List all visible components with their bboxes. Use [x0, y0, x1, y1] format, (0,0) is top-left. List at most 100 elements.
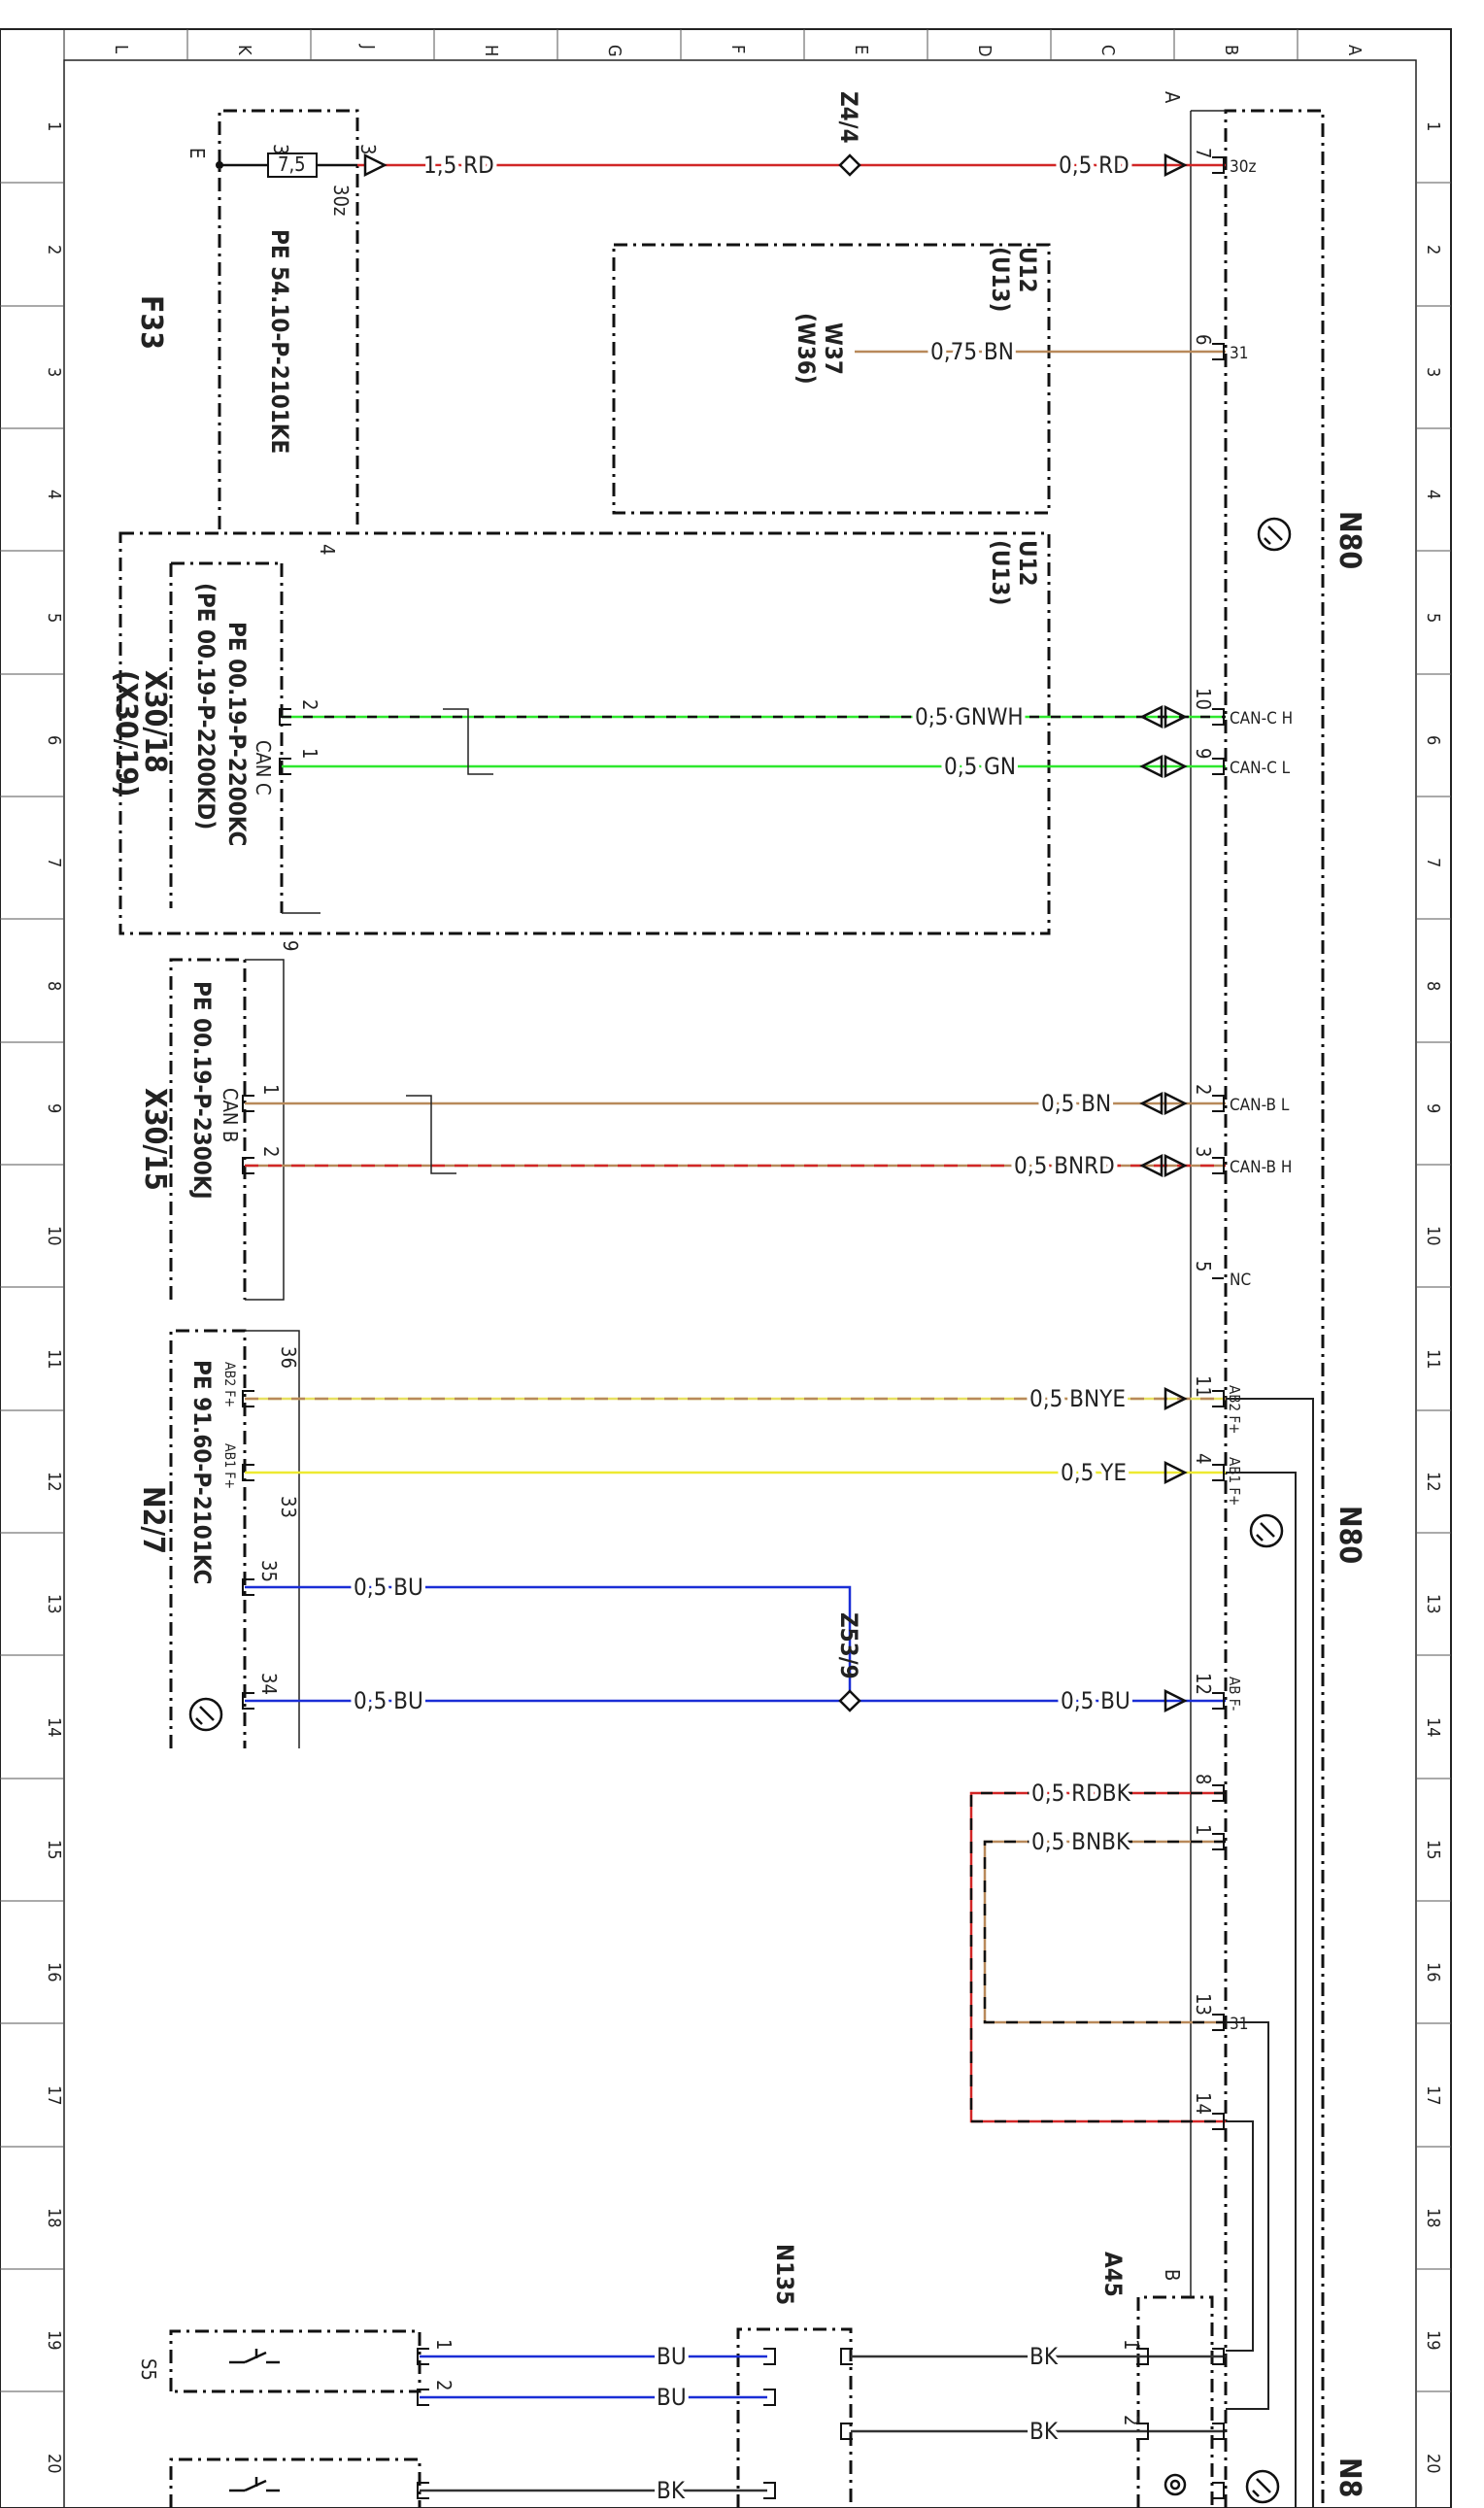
row-label-r19: 19 [1423, 2330, 1443, 2351]
wire-label-12: 0,5 BU [354, 1687, 423, 1714]
pin-num: 7 [1192, 148, 1215, 158]
label-f33-e: E [186, 148, 209, 158]
wire-label-19: BU [657, 2384, 687, 2411]
row-label-7: 7 [44, 858, 64, 867]
xpin-num: 34 [257, 1673, 281, 1695]
col-label-d: D [974, 45, 995, 56]
label-u13-b: (U13) [987, 540, 1014, 605]
wire-label-7: 0,5 BNRD [1014, 1152, 1115, 1179]
wire-label-15: 0,5 BNBK [1031, 1828, 1130, 1855]
f33-box [218, 109, 359, 529]
ground-icon [1257, 517, 1292, 552]
label-ab1f: AB1 F+ [221, 1443, 237, 1489]
wire-label-22: BK [657, 2477, 686, 2504]
pin-num: 12 [1192, 1673, 1215, 1695]
thin-lines [245, 110, 1226, 2297]
row-label-17: 17 [44, 2085, 64, 2106]
label-x30-15: X30/15 [138, 1088, 172, 1191]
label-f33-ref: PE 54.10-P-2101KE [266, 229, 293, 454]
switch-icon [229, 2477, 280, 2492]
term-name: CAN-C H [1230, 709, 1293, 729]
label-f33-fuse: 7,5 [278, 153, 306, 176]
pin-num: 2 [1192, 1084, 1215, 1095]
col-label-e: E [851, 45, 871, 54]
term-name: NC [1230, 1271, 1251, 1290]
row-label-r5: 5 [1423, 613, 1443, 623]
term-name: AB1 F+ [1226, 1457, 1243, 1506]
label-f33-pin3b: 3 [356, 144, 380, 154]
row-label-8: 8 [44, 981, 64, 991]
row-label-16: 16 [44, 1962, 64, 1983]
col-label-j: J [357, 44, 378, 50]
row-label-13: 13 [44, 1594, 64, 1614]
term-name: CAN-B H [1230, 1158, 1292, 1177]
pin-numbers: 7 6 10 9 2 3 5 11 4 12 8 1 13 14 2 1 1 2… [257, 148, 1215, 2425]
label-a45: A45 [1099, 2252, 1127, 2297]
label-u13-a: (U13) [987, 247, 1014, 312]
label-b: B [1161, 2269, 1184, 2281]
a45-box [1136, 2295, 1214, 2508]
row-label-r8: 8 [1423, 981, 1443, 991]
column-labels: L K J H G F E D C B A [111, 29, 1365, 60]
label-z4-4: Z4/4 [835, 91, 862, 144]
twist-markers [406, 708, 493, 1174]
component-boxes [118, 109, 1325, 2508]
wire-label-21: BK [1029, 2418, 1059, 2445]
xpin-num: 33 [277, 1496, 300, 1518]
xpin-num: 1 [298, 748, 321, 759]
row-label-r14: 14 [1423, 1717, 1443, 1738]
row-label-r18: 18 [1423, 2208, 1443, 2228]
wires [245, 163, 1314, 2508]
wire-label-2: 0,5 RD [1059, 152, 1130, 179]
row-label-15: 15 [44, 1840, 64, 1860]
pin-num: 5 [1192, 1261, 1215, 1271]
row-label-r20: 20 [1423, 2454, 1443, 2474]
splices [838, 153, 861, 1712]
row-label-r2: 2 [1423, 245, 1443, 254]
pin-num: 3 [1192, 1146, 1215, 1157]
wire-label-20: BK [1029, 2343, 1059, 2370]
row-label-r10: 10 [1423, 1226, 1443, 1246]
xpin-num: 2 [298, 699, 321, 710]
row-label-11: 11 [44, 1349, 64, 1370]
splice-z4-4 [838, 153, 861, 177]
n80-box [1224, 109, 1325, 2508]
label-n2-7-ref: PE 91.60-P-2101KC [188, 1360, 216, 1584]
label-a: A [1161, 91, 1184, 104]
label-f33: F33 [134, 295, 168, 350]
row-label-20: 20 [44, 2454, 64, 2474]
label-n80-b: N80 [1332, 1506, 1366, 1564]
ground-icon [188, 1697, 223, 1732]
ground-icon [1245, 2469, 1280, 2504]
pin-terminals [242, 156, 1225, 2499]
row-label-18: 18 [44, 2208, 64, 2228]
wire-label-1: 1,5 RD [423, 152, 494, 179]
label-x-pin4: 4 [316, 544, 339, 555]
label-n135: N135 [771, 2244, 798, 2305]
term-name: CAN-C L [1230, 759, 1291, 778]
ground-icons [188, 517, 1292, 2504]
row-label-5: 5 [44, 613, 64, 623]
row-label-12: 12 [44, 1472, 64, 1492]
label-can-c: CAN C [252, 740, 275, 796]
s5-box [169, 2329, 422, 2393]
wire-label-6: 0,5 BN [1041, 1090, 1111, 1117]
row-label-r6: 6 [1423, 735, 1443, 745]
col-label-g: G [604, 45, 624, 57]
row-label-r7: 7 [1423, 858, 1443, 867]
term-name: 31 [1230, 2015, 1248, 2034]
xpin-num: 1 [1120, 2339, 1143, 2350]
ground-icon [1249, 1513, 1284, 1548]
pin-num: 1 [1192, 1824, 1215, 1835]
row-label-r9: 9 [1423, 1103, 1443, 1113]
label-w37: W37 [820, 322, 847, 375]
col-label-k: K [234, 45, 254, 55]
pin-num: 10 [1192, 688, 1215, 710]
row-label-10: 10 [44, 1226, 64, 1246]
splice-z53-9 [838, 1689, 861, 1712]
label-x30-18-ref1: PE 00.19-P-2200KC [223, 622, 251, 846]
xpin-num: 1 [259, 1084, 283, 1095]
row-label-r3: 3 [1423, 367, 1443, 377]
label-n2-7: N2/7 [136, 1486, 170, 1554]
